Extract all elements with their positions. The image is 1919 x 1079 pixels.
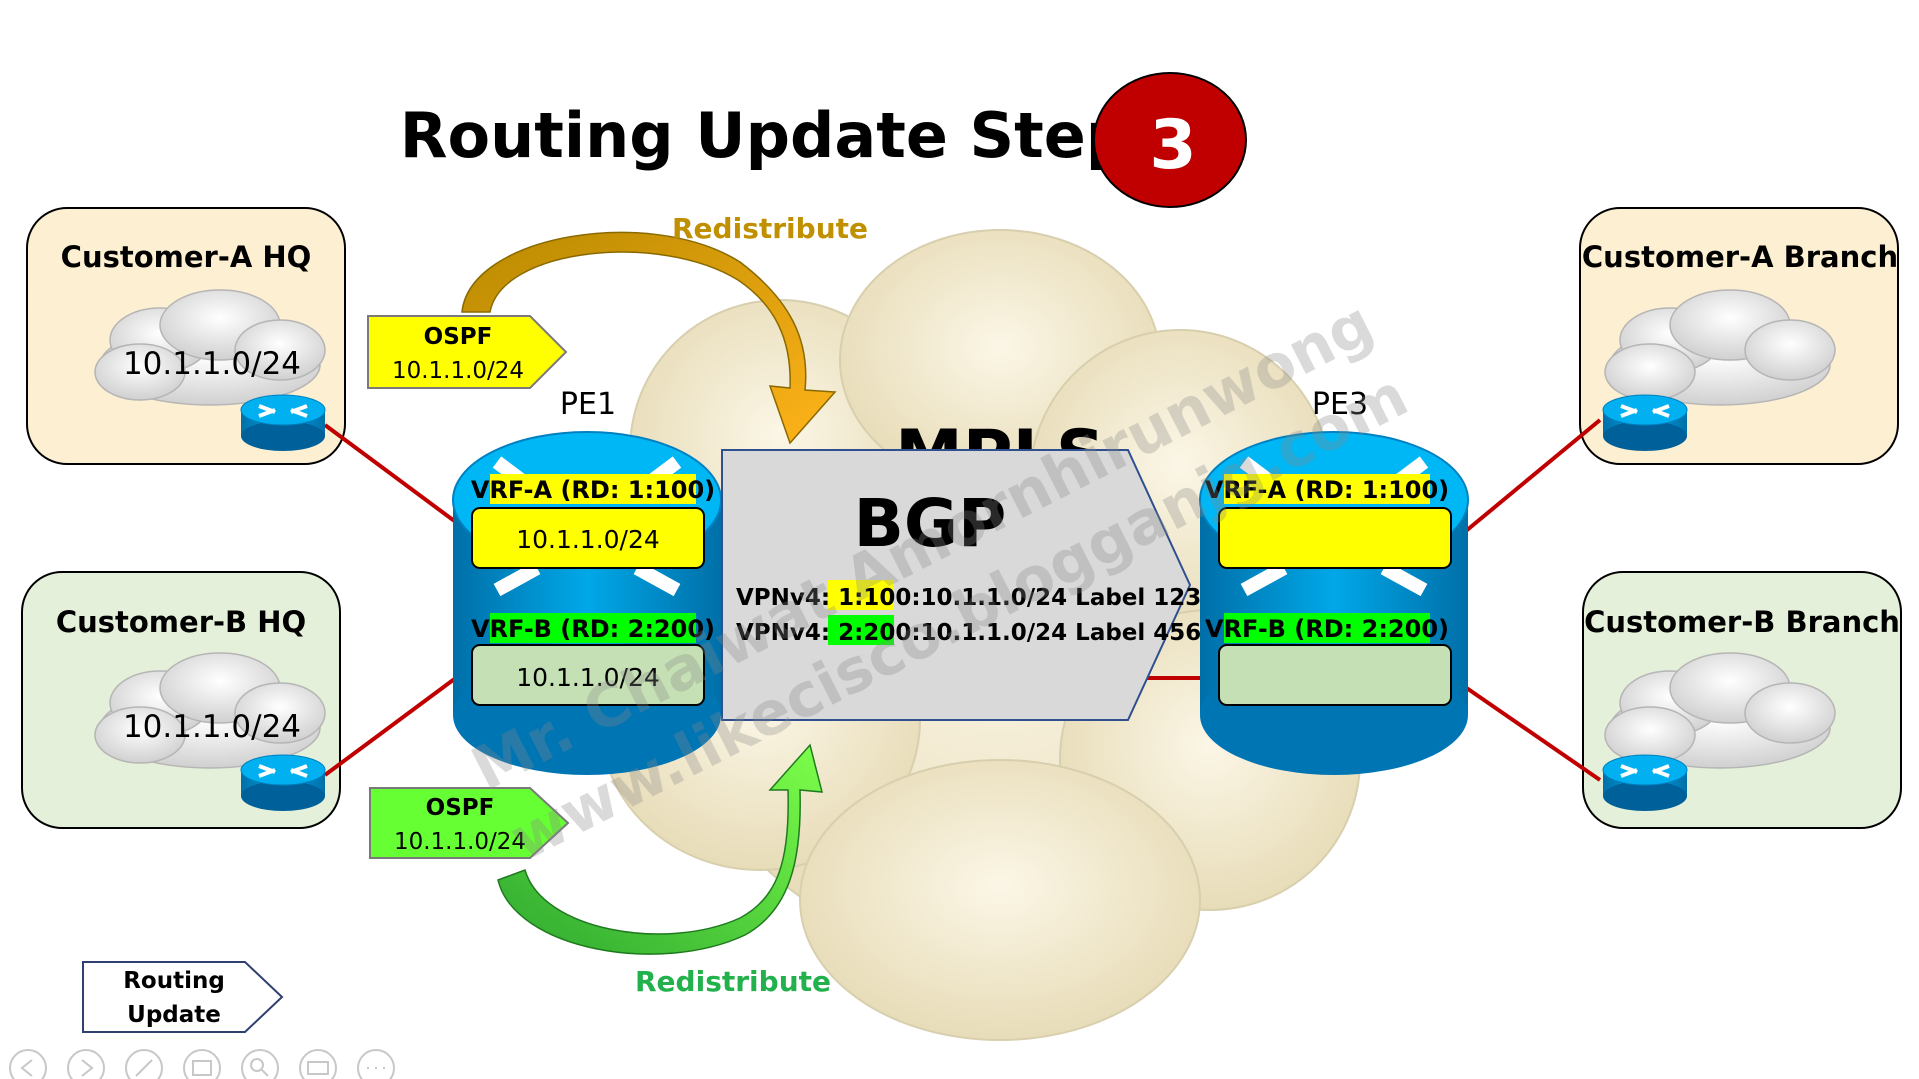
router-icon: [240, 754, 326, 811]
site-customer-b-branch: Customer-B Branch: [1582, 571, 1902, 829]
slideshow-controls: [9, 1049, 395, 1079]
step-badge: 3: [1093, 72, 1247, 208]
next-icon[interactable]: [67, 1049, 105, 1079]
page-title: Routing Update Step: [400, 99, 1130, 172]
bgp-title: BGP: [854, 485, 1007, 562]
pe1-vrf-b-label: VRF-B (RD: 2:200): [471, 615, 715, 643]
site-label: Customer-B HQ: [56, 605, 306, 639]
redistribute-bottom-label: Redistribute: [635, 965, 831, 998]
pe3-router: PE3 VRF-A (RD: 1:100) VRF-B (RD: 2:200): [1199, 387, 1469, 775]
site-label: Customer-B Branch: [1584, 605, 1900, 639]
step-number: 3: [1149, 106, 1196, 185]
router-icon: [1602, 394, 1688, 451]
redistribute-arrow-top: Redistribute: [461, 212, 868, 445]
zoom-icon[interactable]: [241, 1049, 279, 1079]
pe1-label: PE1: [560, 387, 616, 422]
cloud-icon: [1604, 652, 1836, 769]
site-label: Customer-A Branch: [1582, 240, 1898, 274]
site-network: 10.1.1.0/24: [123, 709, 301, 745]
pe1-vrf-a-label: VRF-A (RD: 1:100): [471, 476, 715, 504]
slides-icon[interactable]: [183, 1049, 221, 1079]
pe1-router: PE1 VRF-A (RD: 1:100) 10.1.1.0/24 VRF-B …: [452, 387, 722, 775]
ospf-b-protocol: OSPF: [426, 795, 495, 821]
site-network: 10.1.1.0/24: [123, 346, 301, 382]
pe3-label: PE3: [1312, 387, 1368, 422]
prev-icon[interactable]: [9, 1049, 47, 1079]
ospf-b-prefix: 10.1.1.0/24: [394, 829, 526, 855]
site-label: Customer-A HQ: [61, 240, 312, 274]
redistribute-top-label: Redistribute: [672, 212, 868, 245]
pe3-vrf-b-label: VRF-B (RD: 2:200): [1205, 615, 1449, 643]
cloud-icon: [94, 289, 326, 406]
cloud-icon: [94, 652, 326, 769]
link-a-branch-pe3: [1453, 418, 1602, 542]
pen-icon[interactable]: [125, 1049, 163, 1079]
ospf-tag-b: OSPF 10.1.1.0/24: [369, 787, 570, 859]
cloud-icon: [1604, 289, 1836, 406]
pe3-vrf-a-label: VRF-A (RD: 1:100): [1205, 476, 1449, 504]
bgp-box: BGP VPNv4: 1:100:10.1.1.0/24 Label 123 V…: [721, 449, 1201, 721]
legend-line-1: Routing: [123, 968, 225, 994]
legend-line-2: Update: [127, 1002, 221, 1028]
subtitles-icon[interactable]: [299, 1049, 337, 1079]
pe1-vrf-b-route: 10.1.1.0/24: [516, 663, 660, 692]
ospf-tag-a: OSPF 10.1.1.0/24: [367, 315, 568, 389]
router-icon: [240, 394, 326, 451]
bgp-route-1: VPNv4: 1:100:10.1.1.0/24 Label 123: [736, 585, 1201, 611]
pe1-vrf-a-route: 10.1.1.0/24: [516, 525, 660, 554]
redistribute-arrow-bottom: Redistribute: [497, 743, 831, 998]
ospf-a-prefix: 10.1.1.0/24: [392, 358, 524, 384]
more-icon[interactable]: [357, 1049, 395, 1079]
legend-routing-update: Routing Update: [82, 961, 284, 1033]
link-b-branch-pe3: [1453, 678, 1602, 782]
bgp-route-2: VPNv4: 2:200:10.1.1.0/24 Label 456: [736, 620, 1201, 646]
ospf-a-protocol: OSPF: [424, 324, 493, 350]
router-icon: [1602, 754, 1688, 811]
